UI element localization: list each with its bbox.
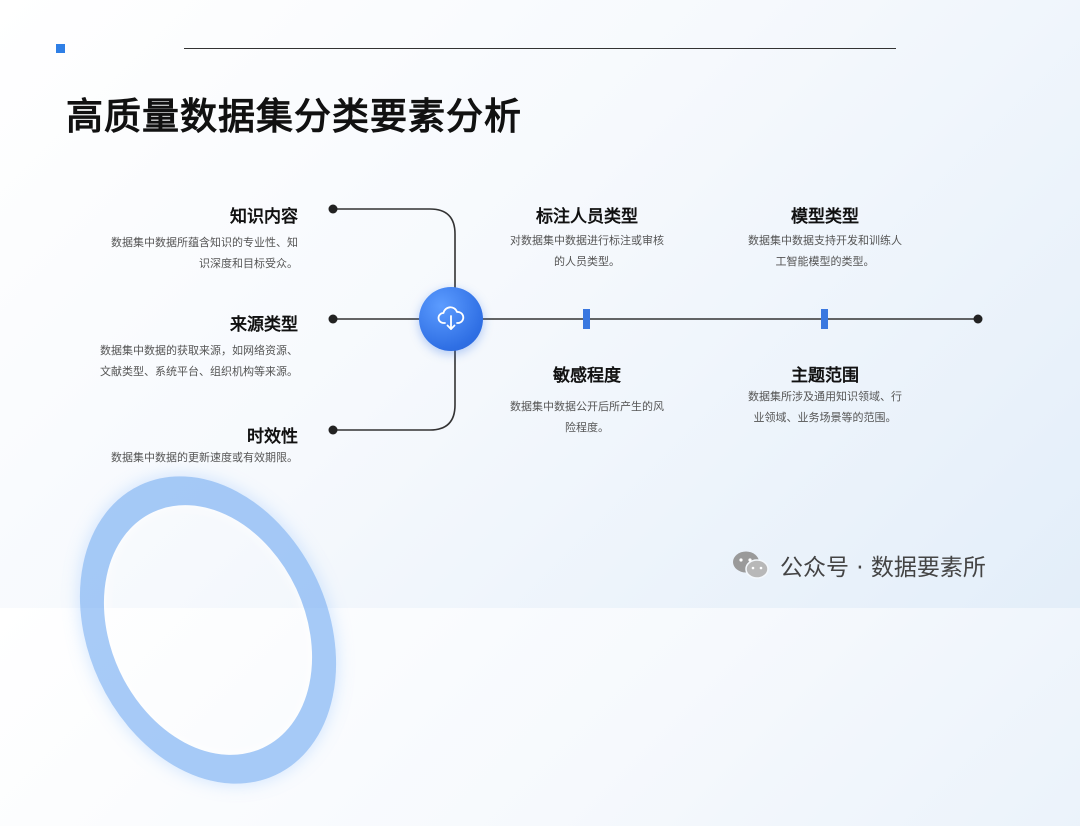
marker-annotator-sensitivity: [583, 309, 590, 329]
desc-line: 文献类型、系统平台、组织机构等来源。: [100, 365, 298, 378]
item-desc-source: 数据集中数据的获取来源，如网络资源、 文献类型、系统平台、组织机构等来源。: [100, 340, 298, 382]
watermark: 公众号 · 数据要素所: [732, 548, 986, 582]
connector-diagram: [328, 204, 983, 435]
page-title: 高质量数据集分类要素分析: [66, 95, 522, 138]
hub-circle: [419, 287, 483, 351]
item-title-timeliness: 时效性: [247, 427, 298, 447]
item-desc-model: 数据集中数据支持开发和训练人 工智能模型的类型。: [725, 230, 925, 272]
item-desc-knowledge: 数据集中数据所蕴含知识的专业性、知 识深度和目标受众。: [111, 232, 298, 274]
desc-line: 数据集中数据的获取来源，如网络资源、: [100, 344, 298, 357]
marker-model-topic: [821, 309, 828, 329]
item-title-model: 模型类型: [791, 207, 859, 227]
item-desc-sensitivity: 数据集中数据公开后所产生的风 险程度。: [487, 396, 687, 438]
watermark-text: 公众号 · 数据要素所: [780, 555, 986, 581]
desc-line: 数据集中数据支持开发和训练人: [748, 234, 902, 247]
desc-line: 业领域、业务场景等的范围。: [753, 411, 897, 424]
corner-square: [56, 44, 65, 53]
item-title-sensitivity: 敏感程度: [553, 366, 621, 386]
desc-line: 数据集所涉及通用知识领域、行: [748, 390, 902, 403]
desc-line: 的人员类型。: [554, 255, 620, 268]
cloud-download-icon: [437, 306, 465, 330]
desc-line: 数据集中数据公开后所产生的风: [510, 400, 664, 413]
connector-timeliness: [333, 350, 456, 431]
desc-line: 识深度和目标受众。: [199, 257, 298, 270]
endpoint-source: [328, 314, 338, 324]
item-title-source: 来源类型: [230, 315, 298, 335]
endpoint-timeliness: [328, 425, 338, 435]
endpoint-axis: [973, 314, 983, 324]
item-title-knowledge: 知识内容: [230, 207, 298, 227]
endpoint-knowledge: [328, 204, 338, 214]
desc-line: 数据集中数据的更新速度或有效期限。: [111, 451, 298, 464]
item-title-annotator: 标注人员类型: [536, 207, 638, 227]
item-title-topic: 主题范围: [791, 366, 859, 386]
item-desc-annotator: 对数据集中数据进行标注或审核 的人员类型。: [487, 230, 687, 272]
desc-line: 险程度。: [565, 421, 609, 434]
item-desc-topic: 数据集所涉及通用知识领域、行 业领域、业务场景等的范围。: [725, 386, 925, 428]
desc-line: 对数据集中数据进行标注或审核: [510, 234, 664, 247]
desc-line: 工智能模型的类型。: [775, 255, 875, 268]
connector-knowledge: [333, 208, 456, 288]
top-rule: [184, 48, 896, 49]
item-desc-timeliness: 数据集中数据的更新速度或有效期限。: [111, 447, 298, 468]
wechat-icon: [733, 551, 769, 579]
desc-line: 数据集中数据所蕴含知识的专业性、知: [111, 236, 298, 249]
